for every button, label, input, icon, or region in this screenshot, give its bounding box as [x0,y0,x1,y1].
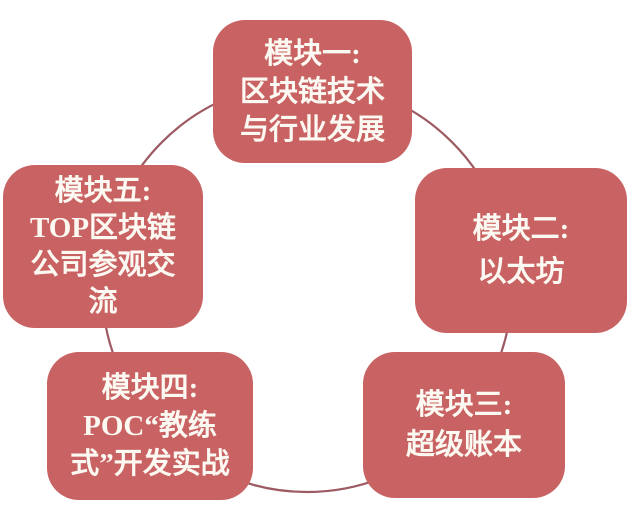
node-module-2-title: 模块二: [472,213,570,245]
node-module-1-title: 模块一: [264,37,361,70]
node-module-2-body: 以太坊 [477,256,565,288]
node-module-4-body: POC“教练 式”开发实战 [70,410,230,480]
node-module-5-body: TOP区块链 公司参观交 流 [29,211,177,318]
node-module-1: 模块一: 区块链技术 与行业发展 [213,20,412,163]
node-module-3-body: 超级账本 [405,429,522,461]
node-module-4: 模块四: POC“教练 式”开发实战 [47,352,253,500]
node-module-2: 模块二: 以太坊 [415,168,627,333]
node-module-4-title: 模块四: [101,372,199,404]
node-module-3: 模块三: 超级账本 [363,352,565,498]
node-module-5: 模块五: TOP区块链 公司参观交 流 [3,165,203,328]
node-module-1-body: 区块链技术 与行业发展 [239,75,385,146]
node-module-3-title: 模块三: [415,389,513,421]
node-module-5-title: 模块五: [54,174,152,207]
